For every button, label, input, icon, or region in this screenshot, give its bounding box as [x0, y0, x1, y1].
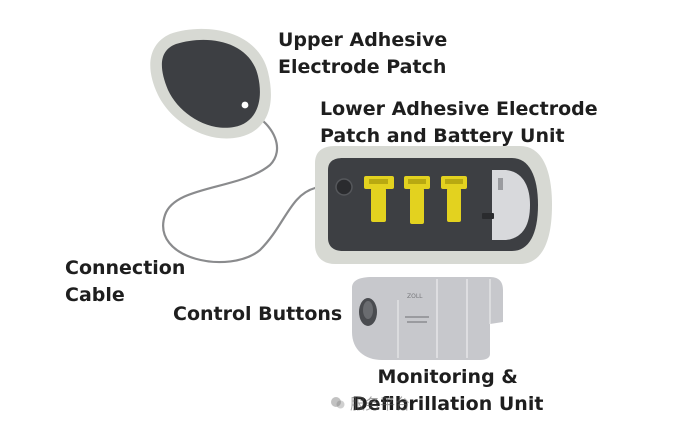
wechat-icon: [331, 397, 345, 409]
watermark: 服务平台: [330, 393, 410, 414]
monitoring-defibrillation-unit: ZOLL: [352, 277, 503, 360]
cable-socket: [335, 178, 353, 196]
battery-slot-icon: [482, 213, 494, 219]
connection-cable: [162, 111, 343, 264]
label-lower-electrode-battery-unit: Lower Adhesive Electrode Patch and Batte…: [320, 98, 598, 147]
watermark-text: 服务平台: [350, 395, 411, 413]
label-upper-adhesive-electrode-patch: Upper Adhesive Electrode Patch: [278, 29, 448, 78]
battery-latch-icon: [498, 178, 503, 190]
yellow-connector-1: [364, 176, 394, 222]
lower-electrode-battery-unit: [315, 146, 552, 264]
device-info-text: [405, 316, 429, 318]
label-connection-cable: Connection Cable: [65, 257, 186, 306]
patch-connector-dot: [241, 101, 249, 109]
upper-electrode-patch: [150, 28, 271, 139]
label-monitoring-defibrillation-unit: Monitoring & Defibrillation Unit: [352, 366, 544, 415]
yellow-connector-2: [404, 176, 430, 224]
device-brand-text: ZOLL: [407, 293, 423, 300]
label-control-buttons: Control Buttons: [173, 303, 343, 325]
yellow-connector-3: [441, 176, 467, 222]
